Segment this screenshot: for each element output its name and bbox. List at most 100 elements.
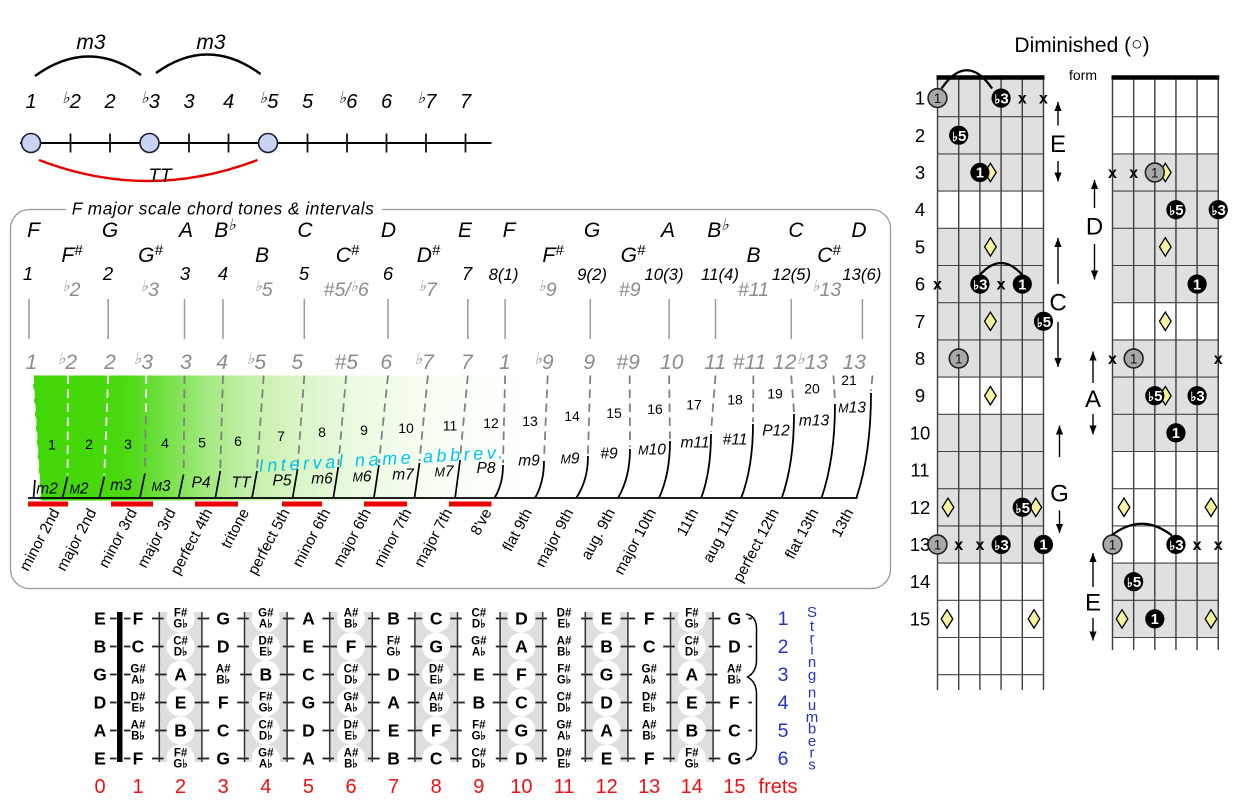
svg-text:7: 7 <box>915 311 925 332</box>
svg-text:G: G <box>728 609 742 629</box>
svg-text:♭9: ♭9 <box>539 278 557 301</box>
svg-text:#11: #11 <box>733 351 766 374</box>
svg-text:3: 3 <box>183 91 194 113</box>
svg-text:A♭: A♭ <box>259 759 273 771</box>
svg-text:♭13: ♭13 <box>812 278 841 301</box>
svg-text:P4: P4 <box>192 475 211 492</box>
svg-text:C#: C# <box>471 608 486 620</box>
svg-text:F#: F# <box>472 720 486 732</box>
svg-text:♭3: ♭3 <box>134 351 154 374</box>
svg-text:G: G <box>728 749 742 769</box>
svg-text:6: 6 <box>380 351 392 374</box>
svg-text:1: 1 <box>499 351 511 374</box>
svg-text:E♭: E♭ <box>430 675 443 687</box>
svg-text:C: C <box>643 637 656 657</box>
svg-text:3: 3 <box>180 263 191 284</box>
svg-text:E: E <box>1050 131 1066 158</box>
svg-text:A: A <box>94 721 107 741</box>
svg-text:C: C <box>297 219 313 242</box>
svg-text:C#: C# <box>471 748 486 760</box>
svg-text:F: F <box>133 609 144 629</box>
svg-text:x: x <box>954 537 963 554</box>
svg-text:TT: TT <box>148 166 173 187</box>
svg-text:C: C <box>132 637 145 657</box>
svg-text:M13: M13 <box>838 400 866 417</box>
svg-text:0: 0 <box>94 776 105 798</box>
svg-text:1: 1 <box>25 91 36 113</box>
svg-text:1: 1 <box>934 538 942 553</box>
svg-text:A: A <box>177 219 193 242</box>
svg-text:M10: M10 <box>638 442 666 459</box>
svg-text:13: 13 <box>843 351 867 374</box>
svg-text:D: D <box>600 693 613 713</box>
svg-text:D: D <box>381 219 396 242</box>
svg-text:B♭: B♭ <box>344 619 358 631</box>
svg-text:E♭: E♭ <box>131 703 144 715</box>
svg-text:B♭: B♭ <box>557 647 571 659</box>
svg-text:1: 1 <box>915 88 925 109</box>
svg-text:C: C <box>302 665 315 685</box>
svg-text:m11: m11 <box>680 435 709 452</box>
svg-text:C: C <box>430 749 443 769</box>
svg-text:D#: D# <box>258 636 273 648</box>
svg-text:6: 6 <box>234 433 242 449</box>
svg-text:12: 12 <box>595 776 617 798</box>
svg-text:A#: A# <box>216 664 231 676</box>
svg-text:G: G <box>515 721 529 741</box>
svg-text:9: 9 <box>583 351 595 374</box>
svg-text:G: G <box>584 219 600 242</box>
svg-text:D: D <box>302 721 315 741</box>
svg-text:7: 7 <box>277 428 285 444</box>
svg-text:C#: C# <box>557 692 572 704</box>
svg-text:G: G <box>302 693 316 713</box>
svg-text:B♭: B♭ <box>344 759 358 771</box>
svg-text:M2: M2 <box>69 481 88 498</box>
svg-text:A: A <box>685 665 698 685</box>
svg-text:11(4): 11(4) <box>701 265 739 284</box>
svg-text:♭3: ♭3 <box>1169 537 1183 554</box>
svg-text:B♭: B♭ <box>642 731 656 743</box>
svg-text:14: 14 <box>681 776 703 798</box>
svg-text:11: 11 <box>443 418 458 434</box>
svg-text:i: i <box>810 642 813 659</box>
svg-text:G: G <box>1050 481 1069 508</box>
svg-text:F#: F# <box>685 748 699 760</box>
svg-text:P8: P8 <box>477 460 496 477</box>
svg-text:1: 1 <box>1039 538 1047 554</box>
svg-text:1: 1 <box>955 352 963 367</box>
svg-text:G#: G# <box>471 636 487 648</box>
svg-text:E: E <box>94 749 106 769</box>
svg-text:A♭: A♭ <box>642 675 656 687</box>
svg-text:♭2: ♭2 <box>63 278 81 301</box>
svg-text:D: D <box>851 219 866 242</box>
svg-text:C: C <box>217 721 230 741</box>
svg-text:u: u <box>808 697 816 714</box>
svg-text:7: 7 <box>460 91 472 113</box>
svg-text:x: x <box>1214 537 1223 554</box>
svg-text:3: 3 <box>915 162 925 183</box>
svg-text:b: b <box>808 721 816 738</box>
svg-text:14: 14 <box>564 408 580 424</box>
svg-text:F#: F# <box>174 608 188 620</box>
svg-text:A#: A# <box>131 720 146 732</box>
svg-text:♭13: ♭13 <box>797 351 828 374</box>
svg-text:e: e <box>808 733 816 750</box>
svg-text:5: 5 <box>198 435 206 451</box>
svg-text:E♭: E♭ <box>557 619 570 631</box>
svg-text:B: B <box>685 721 698 741</box>
svg-text:F: F <box>27 219 41 242</box>
svg-text:♭5: ♭5 <box>952 128 966 145</box>
svg-text:10: 10 <box>910 422 931 443</box>
svg-text:E♭: E♭ <box>344 731 357 743</box>
svg-text:♭5: ♭5 <box>255 278 273 301</box>
svg-text:D: D <box>515 749 528 769</box>
svg-text:F major scale chord tones & in: F major scale chord tones & intervals <box>72 199 375 219</box>
svg-text:G♭: G♭ <box>173 619 187 631</box>
svg-text:r: r <box>810 745 815 762</box>
svg-text:g: g <box>808 667 816 684</box>
svg-text:5: 5 <box>915 236 925 257</box>
svg-text:10: 10 <box>398 420 414 436</box>
svg-text:♭9: ♭9 <box>534 351 554 374</box>
svg-text:m9: m9 <box>518 453 540 470</box>
svg-text:♭3: ♭3 <box>973 277 987 294</box>
